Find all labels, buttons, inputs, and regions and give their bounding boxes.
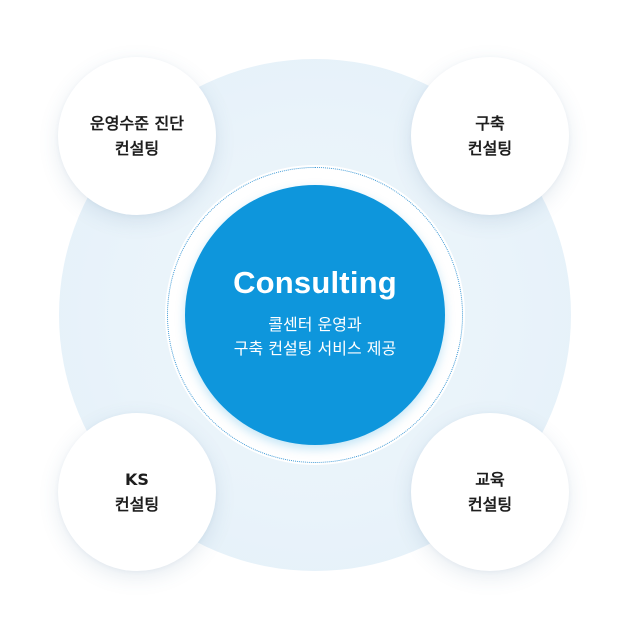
satellite-label-line1: 운영수준 진단 <box>90 114 184 133</box>
satellite-build: 구축 컨설팅 <box>411 57 569 215</box>
core-subtitle-line1: 콜센터 운영과 <box>268 315 362 334</box>
satellite-label-line1: KS <box>125 470 149 489</box>
satellite-ks: KS 컨설팅 <box>58 413 216 571</box>
satellite-label-line2: 컨설팅 <box>114 139 160 158</box>
core-subtitle: 콜센터 운영과 구축 컨설팅 서비스 제공 <box>185 313 445 361</box>
core-subtitle-line2: 구축 컨설팅 서비스 제공 <box>233 339 397 358</box>
dotted-ring <box>167 167 463 463</box>
satellite-label-line2: 컨설팅 <box>467 495 513 514</box>
core-circle <box>185 185 445 445</box>
satellite-label-line1: 교육 <box>475 470 505 489</box>
core-title: Consulting <box>233 265 397 300</box>
satellite-label-line2: 컨설팅 <box>114 495 160 514</box>
satellite-label-line1: 구축 <box>475 114 505 133</box>
satellite-education: 교육 컨설팅 <box>411 413 569 571</box>
satellite-label-line2: 컨설팅 <box>467 139 513 158</box>
satellite-level-diagnosis: 운영수준 진단 컨설팅 <box>58 57 216 215</box>
